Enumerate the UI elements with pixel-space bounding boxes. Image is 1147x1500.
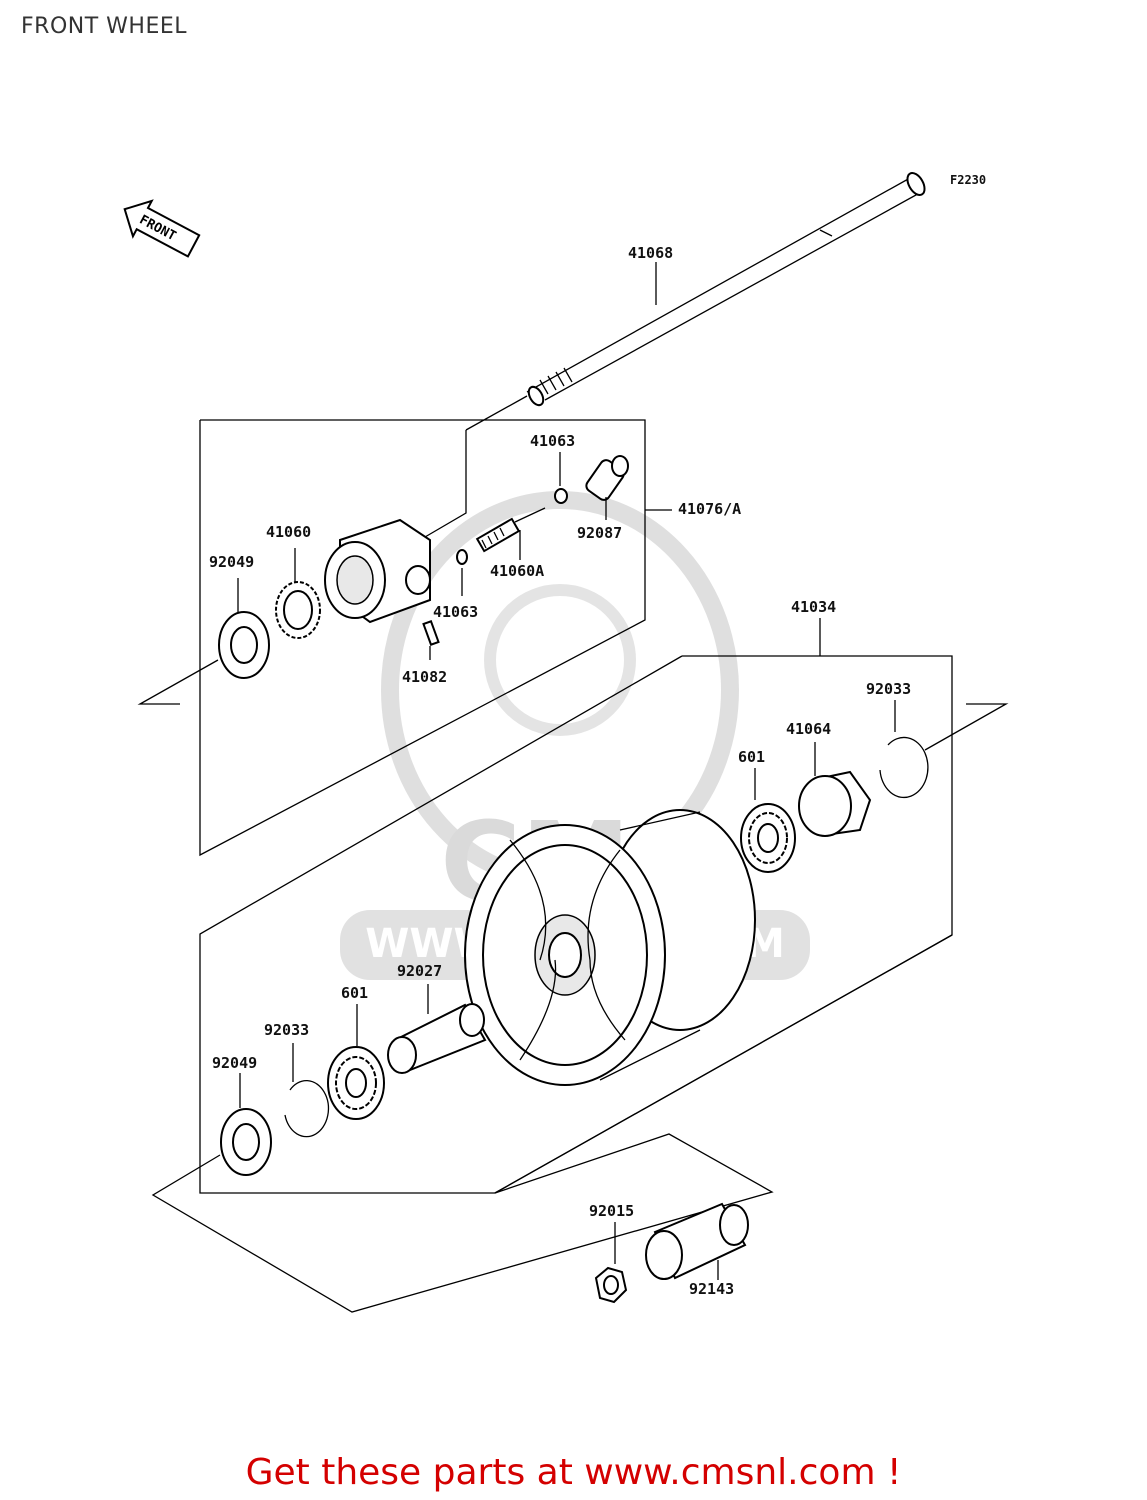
washer-top-part xyxy=(554,488,568,504)
washer-bottom-part xyxy=(456,549,468,565)
gear-housing-cap-part xyxy=(585,455,629,501)
label-41063-bottom: 41063 xyxy=(433,603,478,621)
label-92143: 92143 xyxy=(689,1280,734,1298)
gear-housing-part xyxy=(324,518,431,624)
oil-seal-bottom-part xyxy=(220,1108,272,1176)
label-92049-bottom: 92049 xyxy=(212,1054,257,1072)
label-92015: 92015 xyxy=(589,1202,634,1220)
circlip-right-part xyxy=(879,736,929,799)
oil-seal-top-part xyxy=(218,611,270,679)
circlip-left-part xyxy=(284,1080,330,1138)
nut-part xyxy=(594,1266,628,1304)
label-41068: 41068 xyxy=(628,244,673,262)
label-92049-top: 92049 xyxy=(209,553,254,571)
bearing-left-part xyxy=(327,1046,385,1120)
label-601-left: 601 xyxy=(341,984,368,1002)
gear-ring-part xyxy=(275,581,321,639)
spacer-part xyxy=(645,1202,749,1280)
figure-code: F2230 xyxy=(950,173,986,187)
bearing-right-part xyxy=(740,803,796,873)
label-601-right: 601 xyxy=(738,748,765,766)
pin-part xyxy=(422,620,440,646)
label-41063-top: 41063 xyxy=(530,432,575,450)
hub-coupling-part xyxy=(798,770,872,837)
label-41060: 41060 xyxy=(266,523,311,541)
label-92033-left: 92033 xyxy=(264,1021,309,1039)
label-41034: 41034 xyxy=(791,598,836,616)
front-arrow-icon: FRONT xyxy=(123,199,201,258)
label-41076-a: 41076/A xyxy=(678,500,741,518)
label-41082: 41082 xyxy=(402,668,447,686)
label-41064: 41064 xyxy=(786,720,831,738)
collar-part xyxy=(387,1003,487,1074)
page-title: FRONT WHEEL xyxy=(21,14,187,39)
label-92087: 92087 xyxy=(577,524,622,542)
axle-part xyxy=(526,172,926,407)
label-41060a: 41060A xyxy=(490,562,544,580)
pinion-part xyxy=(475,507,546,553)
label-92027: 92027 xyxy=(397,962,442,980)
label-92033-right: 92033 xyxy=(866,680,911,698)
cta-link[interactable]: Get these parts at www.cmsnl.com ! xyxy=(245,1452,902,1493)
wheel-hub-part xyxy=(464,809,756,1086)
